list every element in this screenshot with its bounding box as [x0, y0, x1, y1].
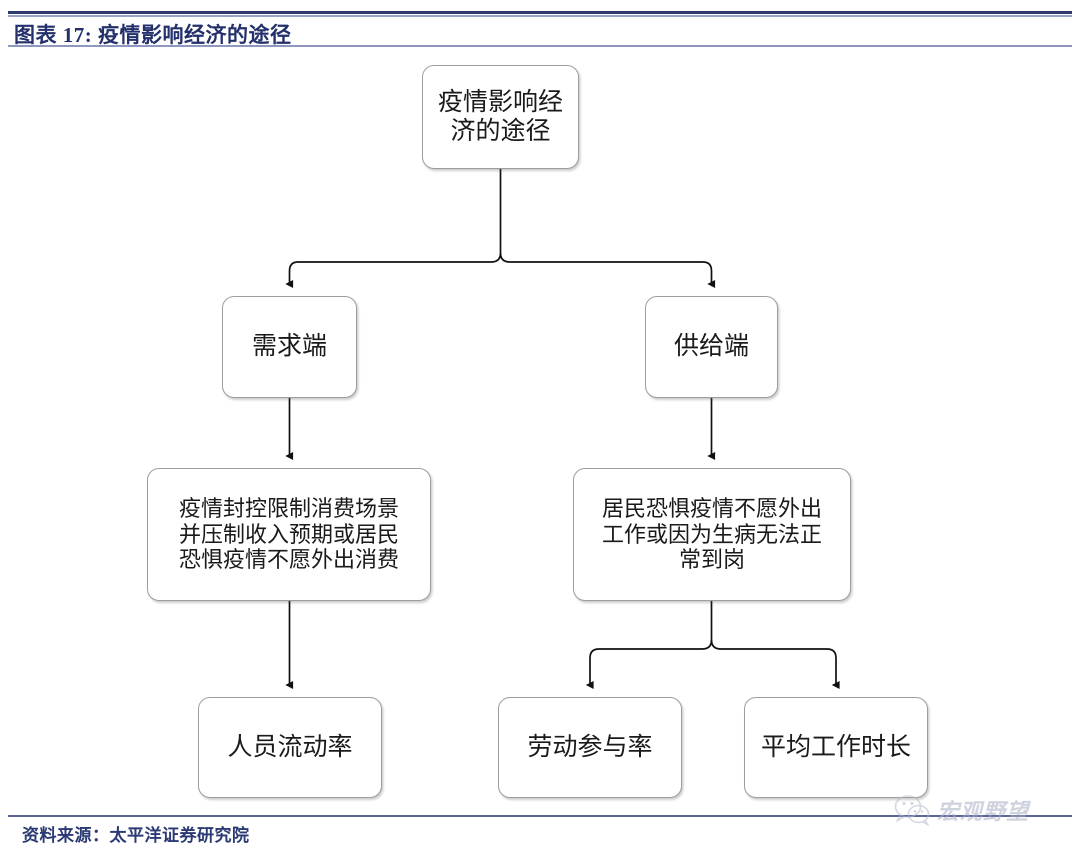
watermark-text: 宏观野望: [937, 799, 1030, 824]
node-labor-participation-rate-label: 劳动参与率: [527, 732, 653, 761]
node-personnel-mobility-rate-label: 人员流动率: [227, 732, 353, 761]
edge-supply-detail-to-labor: [585, 639, 713, 689]
node-demand-side[interactable]: 需求端: [222, 296, 357, 398]
node-demand-detail-label: 疫情封控限制消费场景 并压制收入预期或居民 恐惧疫情不愿外出消费: [178, 495, 399, 573]
edge-root-to-demand: [285, 252, 502, 288]
node-average-working-hours-label: 平均工作时长: [760, 732, 911, 761]
node-supply-side[interactable]: 供给端: [645, 296, 778, 398]
node-root-label: 疫情影响经 济的途径: [437, 87, 563, 146]
node-average-working-hours[interactable]: 平均工作时长: [744, 697, 928, 798]
footer-rule: [8, 815, 1072, 817]
figure-title: 图表 17: 疫情影响经济的途径: [14, 23, 292, 47]
watermark: 宏观野望: [893, 789, 1073, 831]
node-demand-detail[interactable]: 疫情封控限制消费场景 并压制收入预期或居民 恐惧疫情不愿外出消费: [147, 468, 431, 601]
edge-root-to-supply: [499, 252, 716, 288]
header-rule-thin: [8, 15, 1072, 17]
node-root[interactable]: 疫情影响经 济的途径: [422, 65, 579, 169]
node-supply-detail[interactable]: 居民恐惧疫情不愿外出 工作或因为生病无法正 常到岗: [573, 468, 851, 601]
figure-source: 资料来源：太平洋证券研究院: [22, 826, 250, 845]
title-underline: [8, 45, 1072, 47]
node-demand-side-label: 需求端: [251, 332, 327, 361]
node-supply-side-label: 供给端: [673, 332, 749, 361]
edge-supply-detail-to-hours: [710, 639, 840, 689]
wechat-icon: [894, 795, 930, 826]
node-labor-participation-rate[interactable]: 劳动参与率: [498, 697, 682, 798]
header-rule-thick: [8, 11, 1072, 14]
node-personnel-mobility-rate[interactable]: 人员流动率: [198, 697, 382, 798]
node-supply-detail-label: 居民恐惧疫情不愿外出 工作或因为生病无法正 常到岗: [601, 495, 822, 573]
